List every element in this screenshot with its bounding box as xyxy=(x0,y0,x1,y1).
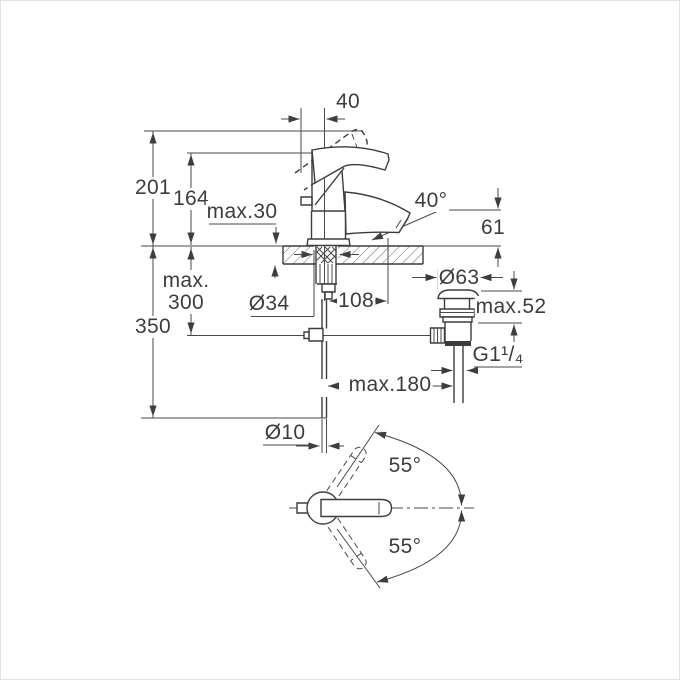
dim-spout-reach-108: 108 xyxy=(337,288,375,313)
dim-handle-swing-bottom-55deg: 55° xyxy=(387,534,423,559)
shank-and-pop-up-rod xyxy=(303,246,337,418)
dim-total-height-201: 201 xyxy=(134,175,172,200)
lever-handle xyxy=(311,146,390,185)
lever-top-view xyxy=(320,498,393,518)
dim-deck-thickness-max30: max.30 xyxy=(205,199,279,224)
dim-waste-height-max52: max.52 xyxy=(474,294,548,319)
mounting-deck-section xyxy=(282,245,424,265)
rod-pivot-joint xyxy=(308,327,324,342)
lever-swung-down-dashed xyxy=(325,514,367,570)
dim-handle-offset-40: 40 xyxy=(335,89,361,114)
dim-outlet-height-61: 61 xyxy=(480,215,506,240)
dim-handle-swing-top-55deg: 55° xyxy=(387,453,423,478)
dim-rod-diameter-10: Ø10 xyxy=(263,420,307,445)
waste-flange xyxy=(437,289,480,300)
waste-drain-assembly xyxy=(429,289,480,403)
dim-mounting-hole-diameter-34: Ø34 xyxy=(247,291,291,316)
dim-waste-thread-g1-1-4: G1¹/₄ xyxy=(471,342,525,367)
lever-swung-up-dashed xyxy=(325,446,367,502)
dim-spout-height-164: 164 xyxy=(172,186,210,211)
handle-top-view xyxy=(289,424,474,589)
dim-spray-angle-40deg: 40° xyxy=(413,188,449,213)
dim-rod-length-max300: max. 300 xyxy=(161,268,211,315)
dim-linkage-reach-max180: max.180 xyxy=(347,372,433,397)
spout xyxy=(344,191,411,235)
dim-overall-depth-350: 350 xyxy=(134,314,172,339)
dim-waste-flange-diameter-63: Ø63 xyxy=(437,265,481,290)
faucet-side-view xyxy=(294,128,411,247)
